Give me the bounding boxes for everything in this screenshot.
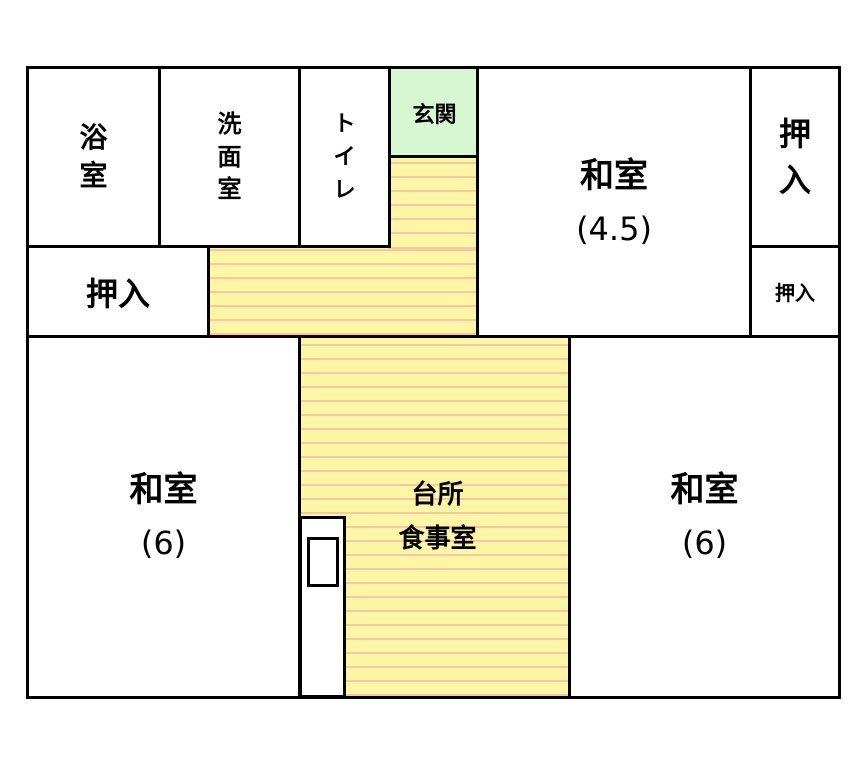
closet-right-top-label: 押 入: [778, 114, 811, 199]
japanese-room-left-label: 和室 (6): [129, 470, 198, 563]
closet-right-small-label: 押入: [775, 281, 815, 305]
hallway-upper: [388, 155, 479, 248]
japanese-room-right: 和室 (6): [568, 335, 841, 699]
entrance-label: 玄関: [412, 103, 457, 128]
washroom: 洗 面 室: [158, 66, 301, 248]
washroom-label: 洗 面 室: [217, 110, 242, 204]
closet-right-small: 押入: [749, 245, 841, 338]
japanese-room-left: 和室 (6): [26, 335, 301, 699]
closet-left-label: 押入: [85, 274, 150, 313]
kitchen-dining-label: 台所 食事室: [398, 479, 477, 554]
bathroom: 浴 室: [26, 66, 161, 248]
hallway-join: [388, 243, 476, 249]
bathroom-label: 浴 室: [79, 121, 108, 192]
kitchen-dining: 台所 食事室: [298, 335, 571, 699]
sink-fixture: [306, 537, 339, 587]
japanese-room-right-label: 和室 (6): [670, 470, 739, 563]
japanese-room-upper: 和室 (4.5): [476, 66, 752, 338]
hallway-lower: [207, 245, 479, 338]
toilet: ト イ レ: [298, 66, 391, 248]
closet-right-top: 押 入: [749, 66, 841, 248]
entrance: 玄関: [388, 66, 481, 158]
kitchen-counter: [299, 516, 346, 698]
closet-left: 押入: [26, 245, 210, 338]
japanese-room-upper-label: 和室 (4.5): [576, 156, 652, 248]
toilet-label: ト イ レ: [333, 111, 356, 203]
